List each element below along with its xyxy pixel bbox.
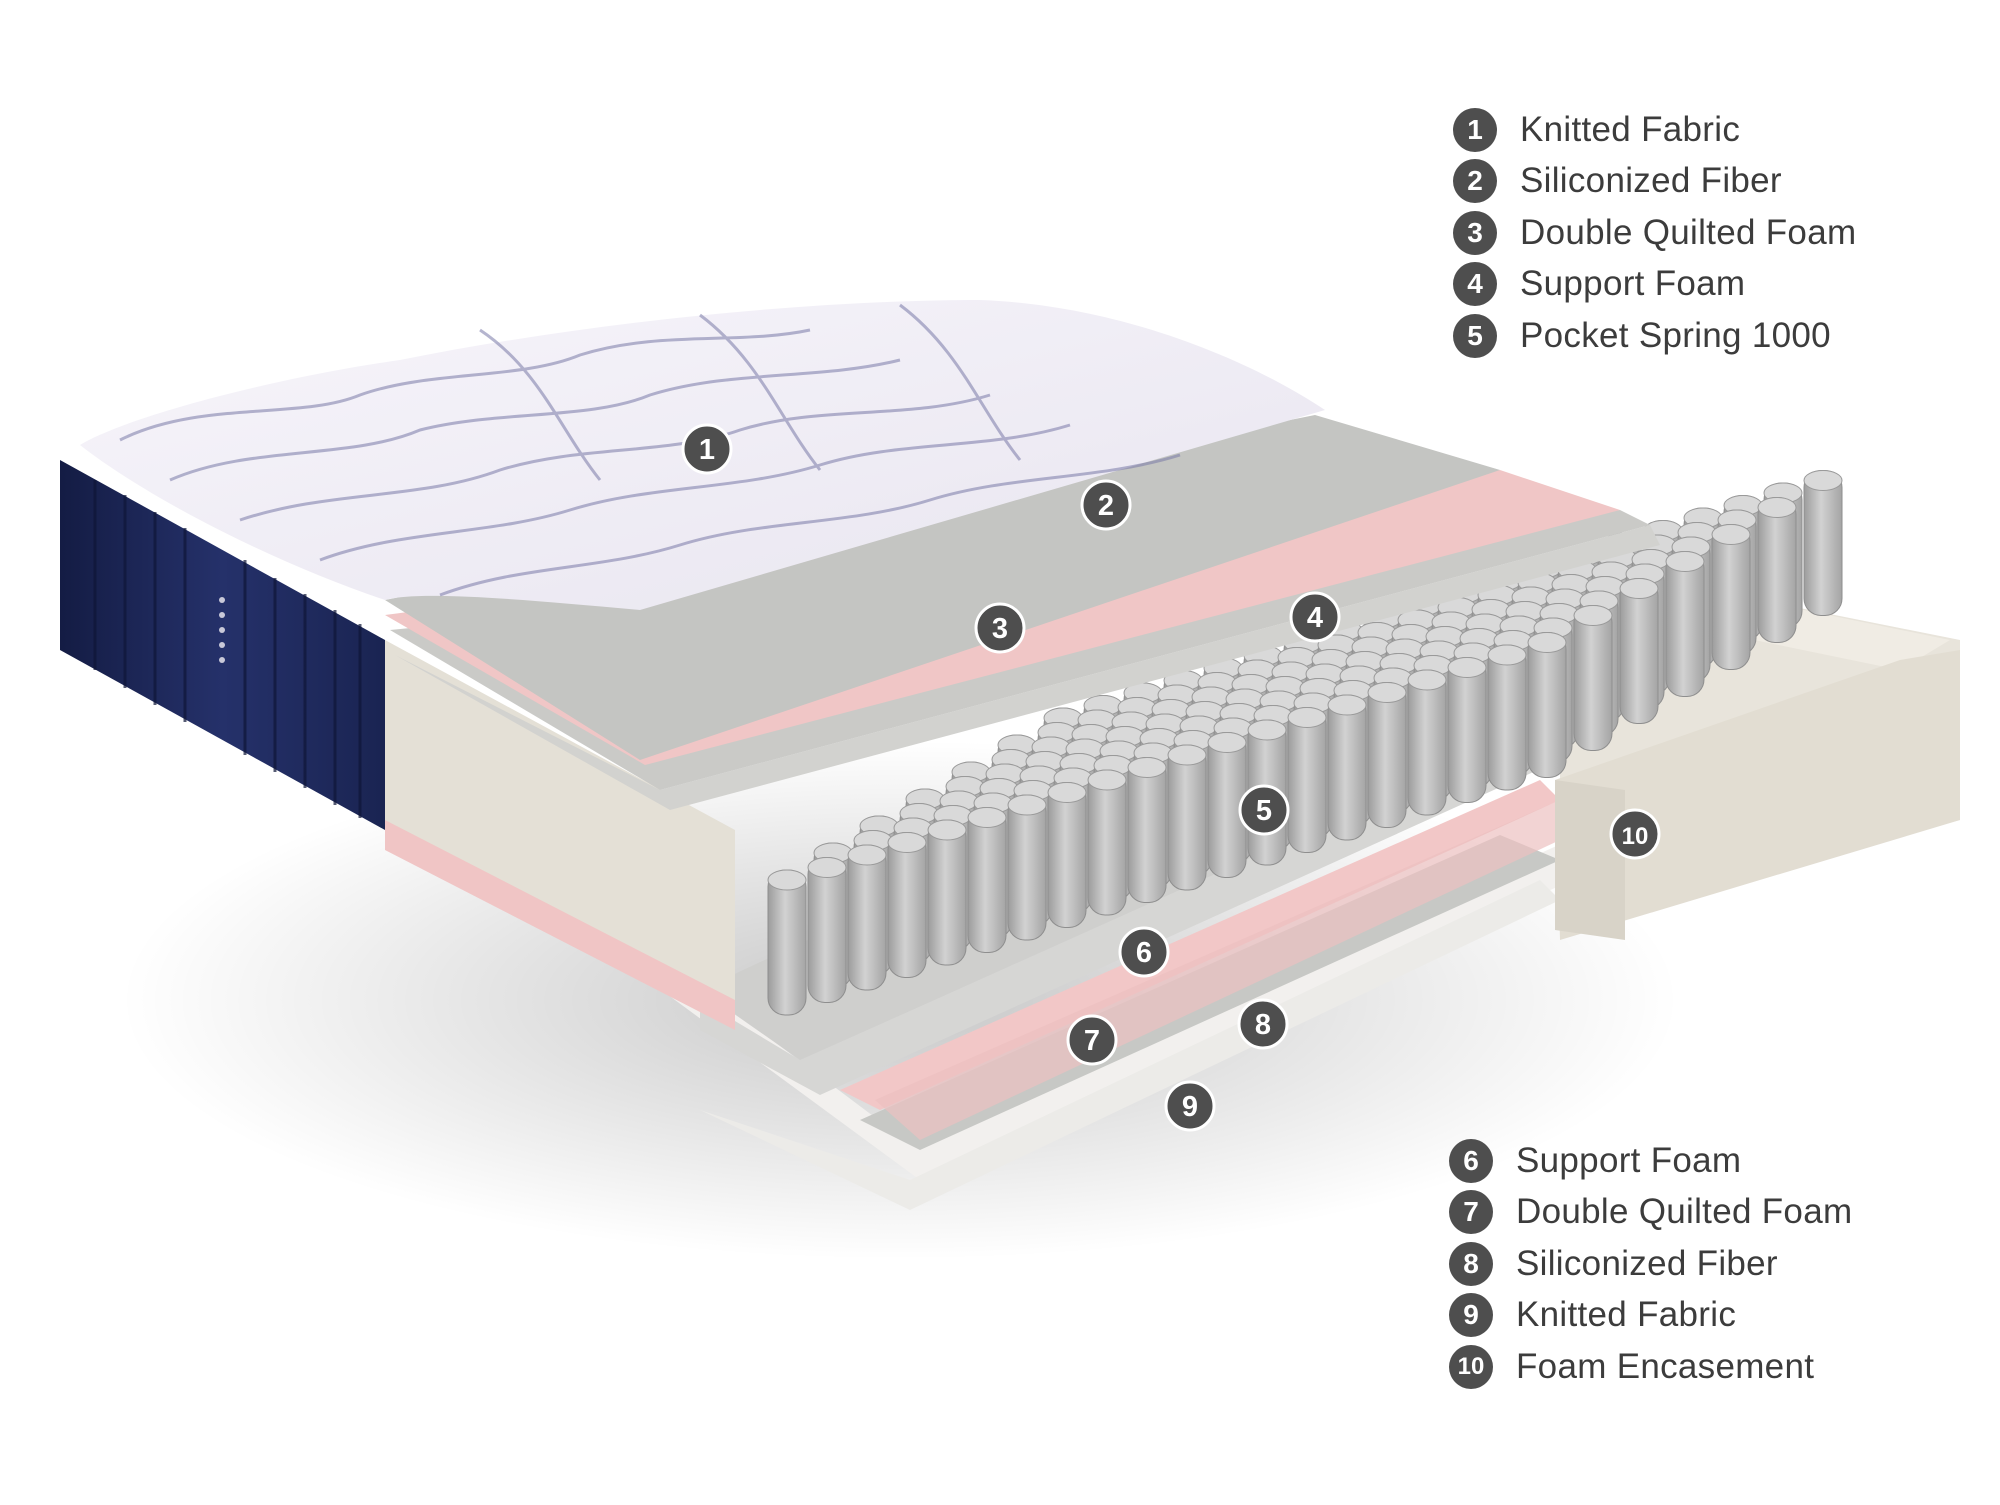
legend-number-badge: 3 bbox=[1453, 210, 1497, 255]
layer-bottom-fabric-edge bbox=[700, 880, 1560, 1210]
legend-label: Knitted Fabric bbox=[1520, 109, 1741, 149]
layer-bottom-foam-side bbox=[875, 800, 1560, 1140]
diagram-marker-9: 9 bbox=[1164, 1080, 1216, 1132]
legend-label: Foam Encasement bbox=[1516, 1346, 1815, 1386]
layer-top-siliconized-fiber bbox=[385, 415, 1500, 760]
diagram-marker-label: 2 bbox=[1098, 490, 1114, 522]
diagram-marker-7: 7 bbox=[1066, 1014, 1118, 1066]
diagram-marker-label: 5 bbox=[1256, 795, 1272, 827]
pocket-spring bbox=[967, 807, 1007, 953]
left-wall-pink-stripe bbox=[385, 820, 735, 1030]
layer-bottom-double-quilted-foam bbox=[840, 780, 1560, 1110]
diagram-marker-label: 9 bbox=[1182, 1091, 1198, 1123]
legend-label: Support Foam bbox=[1516, 1140, 1742, 1180]
navy-border-stripes bbox=[93, 480, 362, 818]
pocket-spring bbox=[1007, 794, 1047, 941]
legend-number-badge: 5 bbox=[1453, 313, 1497, 358]
pocket-spring bbox=[1167, 744, 1207, 891]
legend-item: 7 Double Quilted Foam bbox=[1449, 1187, 1852, 1239]
pocket-spring bbox=[1087, 769, 1127, 916]
legend-item: 10 Foam Encasement bbox=[1449, 1341, 1852, 1393]
pocket-spring bbox=[847, 844, 887, 991]
diagram-marker-label: 10 bbox=[1622, 823, 1649, 850]
legend-top: 1 Knitted Fabric 2 Siliconized Fiber 3 Doub… bbox=[1453, 104, 1856, 362]
legend-number-badge: 6 bbox=[1449, 1138, 1493, 1183]
pocket-spring bbox=[1487, 644, 1527, 791]
pocket-spring bbox=[1327, 694, 1367, 841]
pocket-spring bbox=[1619, 578, 1659, 724]
legend-number-badge: 7 bbox=[1449, 1190, 1493, 1235]
legend-label: Pocket Spring 1000 bbox=[1520, 315, 1831, 355]
pocket-springs bbox=[767, 470, 1843, 1016]
legend-label: Double Quilted Foam bbox=[1516, 1192, 1853, 1232]
diagram-marker-2: 2 bbox=[1080, 479, 1132, 531]
pocket-spring bbox=[1757, 497, 1797, 643]
legend-bottom: 6 Support Foam 7 Double Quilted Foam 8 Sili… bbox=[1449, 1135, 1852, 1393]
diagram-marker-label: 7 bbox=[1084, 1025, 1100, 1057]
legend-number-badge: 2 bbox=[1453, 159, 1497, 204]
diagram-marker-label: 8 bbox=[1255, 1009, 1271, 1041]
legend-label: Double Quilted Foam bbox=[1520, 212, 1857, 252]
pocket-spring bbox=[1287, 707, 1327, 853]
legend-label: Support Foam bbox=[1520, 264, 1746, 304]
diagram-marker-label: 6 bbox=[1136, 937, 1152, 969]
foam-encasement-end bbox=[1555, 780, 1625, 940]
legend-item: 2 Siliconized Fiber bbox=[1453, 156, 1856, 208]
diagram-marker-label: 4 bbox=[1307, 602, 1323, 634]
diagram-marker-5: 5 bbox=[1238, 784, 1290, 836]
legend-number-badge: 9 bbox=[1449, 1293, 1493, 1338]
quilt-pattern bbox=[119, 303, 1181, 597]
foam-encasement-left-wall bbox=[385, 640, 735, 1010]
pocket-spring bbox=[1711, 524, 1751, 670]
legend-label: Siliconized Fiber bbox=[1520, 161, 1782, 201]
pocket-spring bbox=[1047, 782, 1087, 928]
diagram-marker-10: 10 bbox=[1609, 808, 1661, 860]
layer-bottom-support-foam bbox=[700, 720, 1560, 1095]
foam-encasement-front bbox=[1555, 650, 1960, 940]
pocket-spring bbox=[1665, 551, 1705, 697]
pocket-spring bbox=[1527, 632, 1567, 778]
legend-item: 4 Support Foam bbox=[1453, 259, 1856, 311]
legend-number-badge: 4 bbox=[1453, 262, 1497, 307]
legend-number-badge: 1 bbox=[1453, 107, 1497, 152]
pocket-spring bbox=[767, 869, 807, 1016]
pocket-spring bbox=[887, 832, 927, 978]
pocket-spring bbox=[1367, 682, 1407, 828]
diagram-marker-8: 8 bbox=[1237, 998, 1289, 1050]
legend-number-badge: 8 bbox=[1449, 1241, 1493, 1286]
pocket-spring bbox=[927, 819, 967, 966]
navy-border-dots bbox=[219, 597, 225, 663]
pocket-spring bbox=[1407, 669, 1447, 816]
legend-item: 3 Double Quilted Foam bbox=[1453, 207, 1856, 259]
diagram-marker-3: 3 bbox=[974, 602, 1026, 654]
legend-item: 5 Pocket Spring 1000 bbox=[1453, 310, 1856, 362]
legend-item: 6 Support Foam bbox=[1449, 1135, 1852, 1187]
legend-label: Siliconized Fiber bbox=[1516, 1243, 1778, 1283]
pocket-spring bbox=[1573, 605, 1613, 751]
legend-number-badge: 10 bbox=[1449, 1344, 1493, 1389]
diagram-marker-label: 1 bbox=[699, 434, 715, 466]
legend-label: Knitted Fabric bbox=[1516, 1295, 1737, 1335]
diagram-marker-label: 3 bbox=[992, 613, 1008, 645]
diagram-markers: 1 2 3 4 5 6 7 8 9 10 bbox=[681, 423, 1661, 1132]
pocket-spring bbox=[1127, 757, 1167, 903]
diagram-marker-1: 1 bbox=[681, 423, 733, 475]
pocket-spring bbox=[1803, 470, 1843, 616]
legend-item: 1 Knitted Fabric bbox=[1453, 104, 1856, 156]
pocket-spring bbox=[807, 857, 847, 1003]
diagram-marker-4: 4 bbox=[1289, 591, 1341, 643]
legend-item: 8 Siliconized Fiber bbox=[1449, 1238, 1852, 1290]
pocket-spring bbox=[1447, 657, 1487, 803]
legend-item: 9 Knitted Fabric bbox=[1449, 1290, 1852, 1342]
diagram-marker-6: 6 bbox=[1118, 926, 1170, 978]
